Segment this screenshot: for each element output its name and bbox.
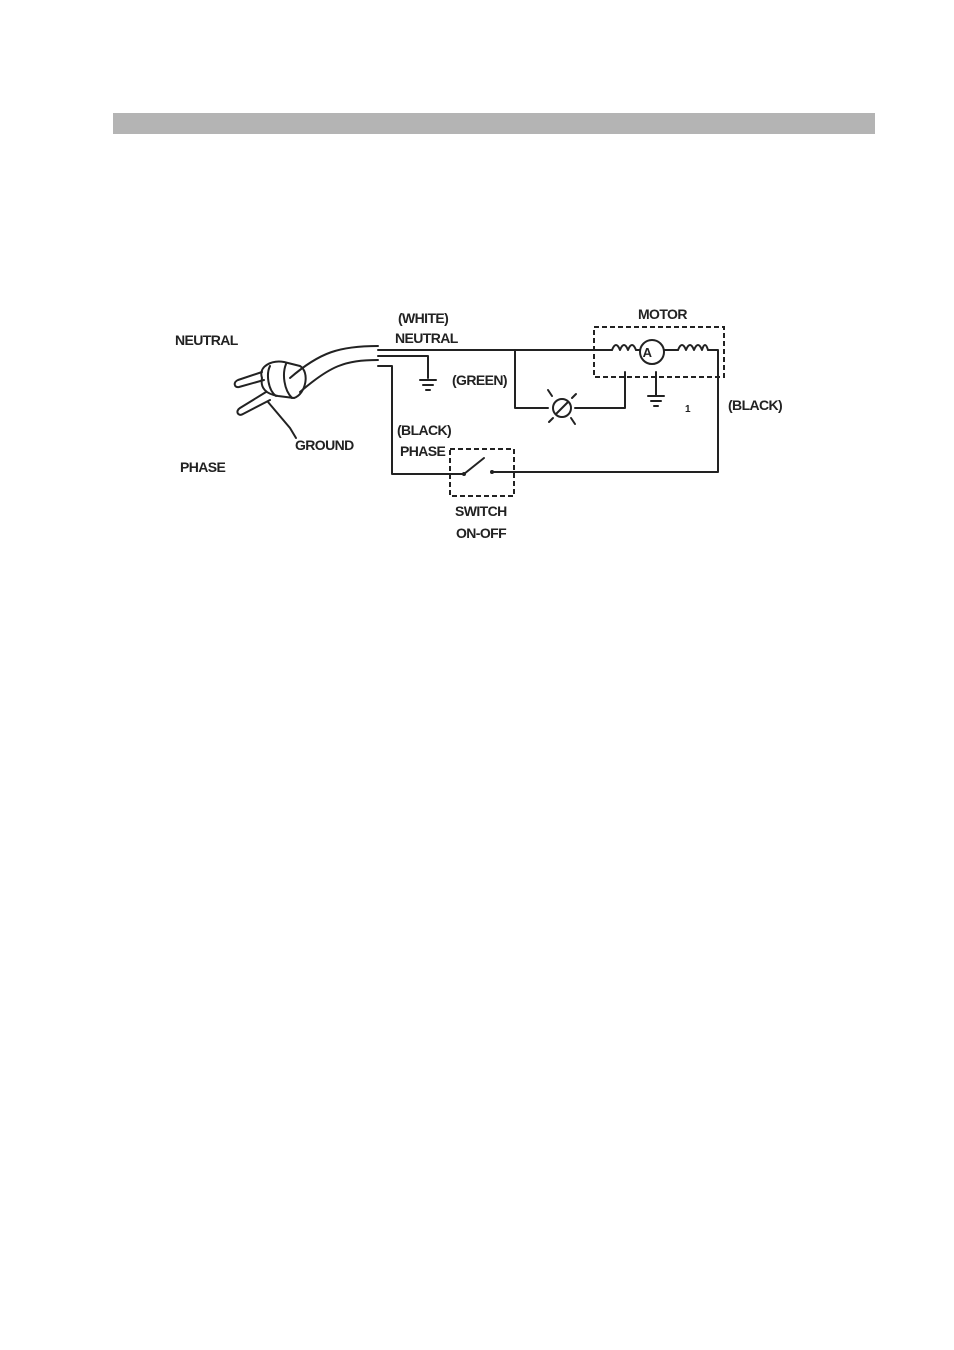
label-motor-armature: A	[643, 345, 653, 360]
switch-icon	[450, 449, 515, 496]
label-plug-phase: PHASE	[180, 459, 225, 475]
label-switch-line1: SWITCH	[455, 503, 507, 519]
label-motor: MOTOR	[638, 306, 687, 322]
label-black-wire-top: (BLACK)	[397, 422, 451, 438]
plug-icon	[235, 346, 378, 438]
label-white-neutral: NEUTRAL	[395, 330, 459, 346]
label-plug-ground: GROUND	[295, 437, 354, 453]
label-mark: 1	[685, 404, 691, 415]
ground-icon	[420, 380, 436, 390]
label-green-wire: (GREEN)	[452, 372, 507, 388]
label-black-wire-right: (BLACK)	[728, 397, 782, 413]
label-plug-neutral: NEUTRAL	[175, 332, 239, 348]
lamp-icon	[548, 390, 576, 424]
label-black-phase: PHASE	[400, 443, 445, 459]
wiring-diagram: NEUTRAL PHASE GROUND (WHITE) NEUTRAL (GR…	[150, 290, 790, 550]
motor-icon	[594, 327, 724, 377]
header-bar	[113, 113, 875, 134]
label-white-wire: (WHITE)	[398, 310, 448, 326]
label-switch-line2: ON-OFF	[456, 525, 507, 541]
